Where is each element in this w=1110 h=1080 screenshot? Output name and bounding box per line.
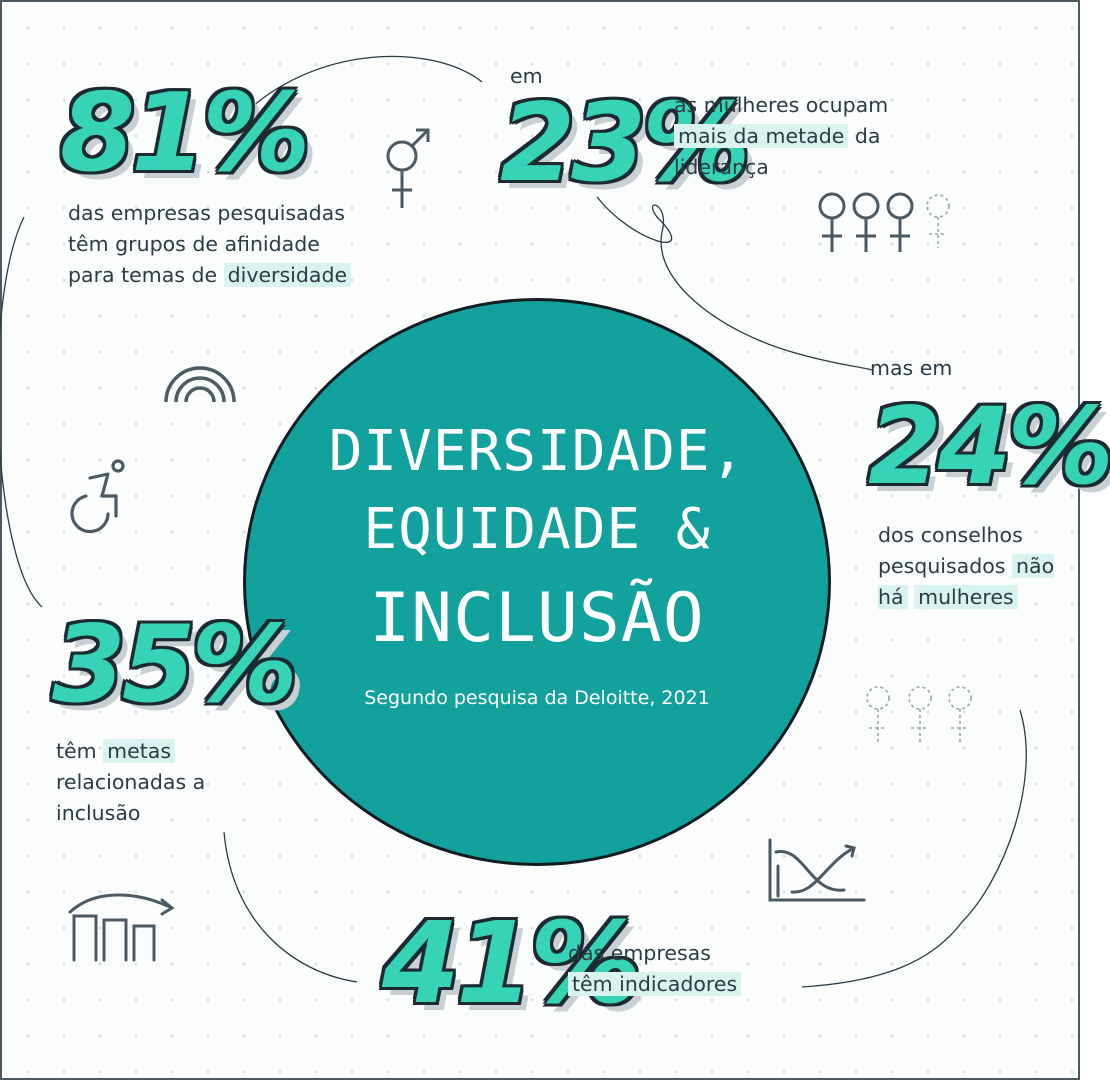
title-line-2: EQUIDADE &	[363, 497, 711, 562]
female-symbol-icon	[818, 192, 950, 252]
crossing-lines-chart-icon	[768, 838, 866, 902]
rainbow-icon	[164, 366, 236, 403]
stat-41-value: 41%	[382, 899, 642, 1029]
stat-23-text-body: as mulheres ocupam	[674, 93, 889, 117]
source-caption: Segundo pesquisa da Deloitte, 2021	[364, 687, 710, 709]
stat-23-text: as mulheres ocupam mais da metade da lid…	[674, 90, 934, 183]
stat-24-highlight-2: mulheres	[914, 585, 1018, 609]
stat-81-text-body: das empresas pesquisadas têm grupos de a…	[68, 201, 345, 287]
stat-35-value: 35%	[52, 603, 298, 726]
stat-24-text: dos conselhos pesquisados não há mulhere…	[878, 520, 1058, 613]
title-circle: DIVERSIDADE, EQUIDADE & INCLUSÃO Segundo…	[243, 298, 831, 866]
stat-24-value: 24%	[868, 385, 1110, 508]
stat-81-value: 81%	[60, 71, 311, 196]
stat-81-text: das empresas pesquisadas têm grupos de a…	[68, 198, 368, 291]
stat-35-text: têm metas relacionadas a inclusão	[56, 736, 256, 829]
decorative-lines	[0, 55, 1027, 988]
stat-35-text-end: relacionadas a inclusão	[56, 770, 206, 825]
stat-81-highlight: diversidade	[223, 263, 352, 287]
female-symbol-icon	[866, 686, 972, 744]
stat-24-prefix: mas em	[870, 356, 953, 380]
stat-23-prefix: em	[510, 64, 543, 88]
gender-symbol-icon	[386, 128, 430, 208]
stat-41-text-body: das empresas	[568, 941, 711, 965]
stat-23-text-end: da liderança	[674, 124, 881, 179]
title-line-1: DIVERSIDADE,	[328, 419, 746, 484]
stat-23-highlight: mais da metade	[674, 124, 849, 148]
title-line-3: INCLUSÃO	[369, 579, 705, 658]
stat-24-text-body: dos conselhos pesquisados	[878, 523, 1023, 578]
stat-35-highlight: metas	[103, 739, 176, 763]
stat-35-text-body: têm	[56, 739, 104, 763]
wheelchair-icon	[70, 459, 125, 534]
stat-41-highlight: têm indicadores	[568, 972, 742, 996]
stat-41-text: das empresas têm indicadores	[568, 938, 788, 1000]
declining-bar-chart-icon	[68, 893, 175, 962]
